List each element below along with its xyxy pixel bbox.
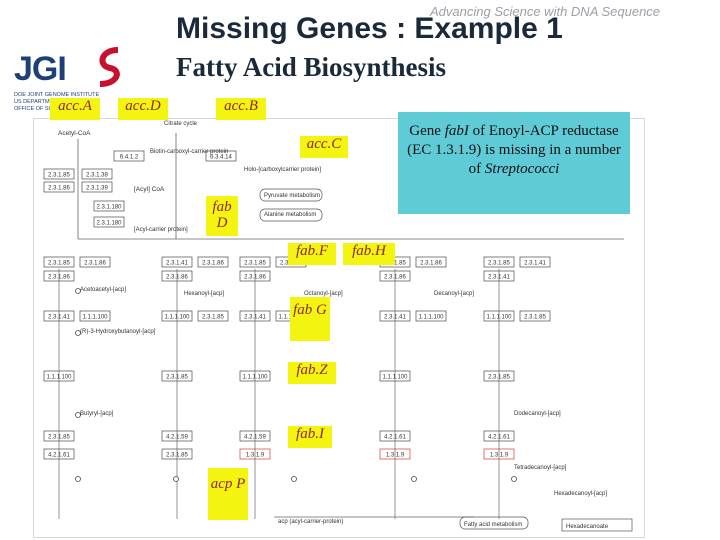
enzyme-box [43, 168, 75, 180]
enzyme-box [81, 168, 113, 180]
enzyme-ec-number: 1.1.1.100 [82, 315, 108, 321]
compound-label: Octanoyl-[acp] [304, 291, 343, 297]
gene-label-accB: acc.B [216, 98, 266, 120]
missing-gene-note: Gene fabI of Enoyl-ACP reductase (EC 1.3… [398, 112, 630, 214]
pathway-link-box [459, 516, 529, 530]
enzyme-ec-number: 2.3.1.85 [48, 261, 70, 267]
enzyme-ec-number: 2.3.1.86 [48, 186, 70, 192]
gene-label-accD: acc.D [118, 98, 168, 120]
compound-node [173, 476, 179, 482]
gene-label-fabF: fab.F [288, 243, 336, 265]
enzyme-box [161, 256, 193, 268]
enzyme-box [43, 181, 75, 193]
enzyme-box [79, 256, 111, 268]
enzyme-box [113, 150, 145, 162]
pathway-link-box [259, 188, 323, 202]
compound-label: Acetyl-CoA [58, 130, 91, 137]
compound-node [75, 412, 81, 418]
enzyme-ec-number: 2.3.1.41 [524, 261, 546, 267]
enzyme-ec-number: 2.3.1.41 [166, 261, 188, 267]
enzyme-ec-number: 2.3.1.85 [48, 173, 70, 179]
note-organism: Streptococci [484, 161, 560, 177]
note-prefix: Gene [409, 123, 445, 139]
enzyme-box [43, 256, 75, 268]
compound-label: Hexanoyl-[acp] [184, 291, 224, 297]
compound-node [511, 476, 517, 482]
compound-label: [Acyl-carrier protein] [134, 227, 188, 233]
pathway-link-label: Alanine metabolism [264, 212, 316, 218]
enzyme-box [93, 200, 125, 212]
slide-subtitle: Fatty Acid Biosynthesis [176, 52, 447, 82]
enzyme-box [519, 256, 551, 268]
gene-label-accA: acc.A [50, 98, 100, 120]
pathway-link-box [259, 208, 323, 222]
gene-label-fabZ: fab.Z [288, 362, 336, 384]
pathway-link-label: Citrate cycle [164, 121, 198, 127]
gene-label-acpP: acp P [208, 468, 248, 520]
logo-subtitle-line: OFFICE OF SCIENCE [14, 106, 70, 112]
compound-label: Butyryl-[acp] [80, 411, 114, 417]
enzyme-ec-number: 2.3.1.86 [202, 261, 224, 267]
note-text: of Enoyl-ACP reductase (EC 1.3.1.9) is m… [407, 123, 621, 177]
gene-label-fabD: fab D [206, 196, 238, 236]
compound-label: [Acyl] CoA [134, 186, 165, 193]
logo-subtitle-line: DOE JOINT GENOME INSTITUTE [14, 92, 100, 98]
enzyme-box [81, 181, 113, 193]
enzyme-ec-number: 2.3.1.38 [86, 173, 108, 179]
enzyme-ec-number: 2.3.1.85 [488, 261, 510, 267]
pathway-map-drawing: 6.4.1.2 6.3.4.14 2.3.1.85 2.3.1.38 2.3.1.86 2… [43, 121, 633, 532]
gene-label-fabI: fab.I [288, 426, 332, 448]
compound-label: Dodecanoyl-[acp] [514, 411, 561, 417]
enzyme-box [197, 310, 229, 322]
compound-node [75, 476, 81, 482]
enzyme-ec-number: 6.3.4.14 [210, 155, 232, 161]
enzyme-ec-number: 2.3.1.85 [384, 261, 406, 267]
compound-node [75, 330, 81, 336]
compound-node [291, 476, 297, 482]
enzyme-box [415, 310, 447, 322]
tagline: Advancing Science with DNA Sequence [430, 4, 661, 19]
enzyme-box [205, 150, 237, 162]
enzyme-ec-number: 2.3.1.180 [96, 221, 122, 227]
enzyme-ec-number: 2.3.1.85 [524, 315, 546, 321]
gene-label-accC: acc.C [300, 136, 348, 158]
compound-node [411, 476, 417, 482]
compound-label: Hexadecanoate [566, 524, 609, 530]
enzyme-box [239, 256, 271, 268]
enzyme-box [483, 256, 515, 268]
enzyme-ec-number: 2.3.1.86 [84, 261, 106, 267]
enzyme-box [415, 256, 447, 268]
enzyme-ec-number: 6.4.1.2 [120, 155, 139, 161]
compound-box [561, 518, 633, 532]
enzyme-ec-number: 2.3.1.86 [420, 261, 442, 267]
gene-label-fabH: fab.H [343, 243, 395, 265]
enzyme-ec-number: 2.3.1.39 [86, 186, 108, 192]
enzyme-ec-number: 2.3.1.85 [202, 315, 224, 321]
logo-text: JGI [14, 50, 67, 88]
compound-label: Tetradecanoyl-[acp] [514, 465, 567, 471]
compound-label: Biotin-carboxyl-carrier protein [150, 149, 228, 155]
enzyme-box [197, 256, 229, 268]
compound-label: (R)-3-Hydroxybutanoyl-[acp] [80, 329, 156, 335]
logo-swoosh-icon [99, 47, 120, 87]
gene-label-fabG: fab G [290, 297, 330, 341]
enzyme-ec-number: 2.3.1.85 [244, 261, 266, 267]
enzyme-box [93, 216, 125, 228]
enzyme-ec-number: 2.3.1.180 [96, 205, 122, 211]
pathway-link-label: Pyruvate metabolism [264, 193, 320, 199]
enzyme-box [519, 310, 551, 322]
enzyme-box [79, 310, 111, 322]
compound-label: Hexadecanoyl-[acp] [554, 491, 607, 497]
slide-title: Missing Genes : Example 1 [176, 12, 563, 45]
compound-label: acp (acyl-carrier-protein) [278, 519, 343, 525]
compound-label: Holo-[carboxylcarrier protein] [244, 167, 321, 173]
compound-label: Acetoacetyl-[acp] [80, 287, 126, 293]
pathway-link-label: Fatty acid metabolism [464, 522, 522, 528]
compound-label: Decanoyl-[acp] [434, 291, 474, 297]
enzyme-ec-number: 1.1.1.100 [418, 315, 444, 321]
compound-node [75, 288, 81, 294]
note-gene: fabI [444, 123, 469, 139]
